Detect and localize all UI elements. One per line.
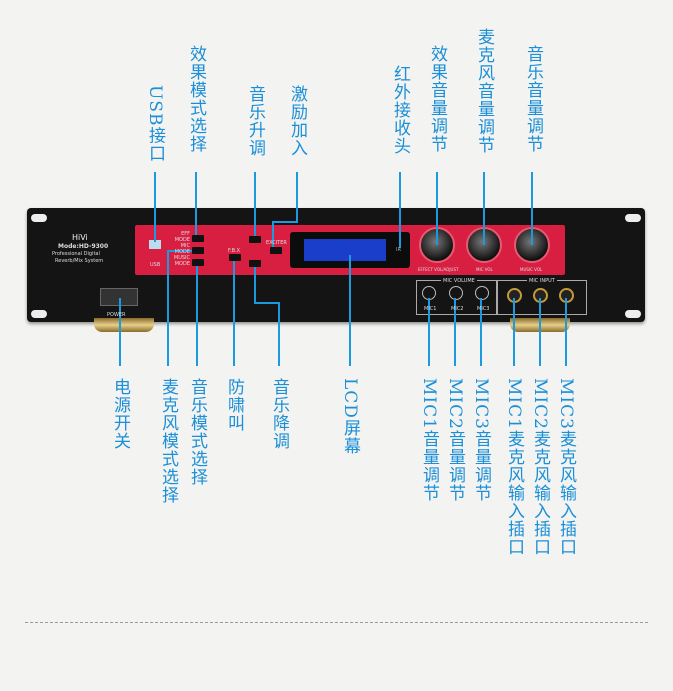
leader-line bbox=[272, 221, 274, 249]
leader-line bbox=[254, 172, 256, 238]
mic3-volume-knob[interactable] bbox=[475, 286, 489, 300]
lcd-screen bbox=[304, 239, 386, 261]
effect-vol-text: EFFECT VOL/ADJUST bbox=[418, 267, 459, 272]
label-mic2-volume: MIC2音量调节 bbox=[445, 378, 465, 502]
model-text: Mode:HD-9300 bbox=[58, 243, 109, 250]
label-mic3-volume: MIC3音量调节 bbox=[471, 378, 491, 502]
exciter-text: EXCITER bbox=[266, 240, 287, 246]
mic-mode-button[interactable] bbox=[192, 247, 204, 254]
leader-line bbox=[539, 298, 541, 366]
leader-line bbox=[513, 298, 515, 366]
label-lcd: LCD屏幕 bbox=[340, 378, 360, 455]
leader-line bbox=[233, 261, 235, 366]
usb-text: USB bbox=[150, 262, 161, 268]
label-mic-mode: 麦克风模式选择 bbox=[158, 378, 178, 504]
label-effect-volume: 效果音量调节 bbox=[427, 45, 447, 153]
mic1-text: MIC1 bbox=[424, 306, 437, 312]
leader-line bbox=[195, 172, 197, 238]
label-mic1-volume: MIC1音量调节 bbox=[419, 378, 439, 502]
exciter-button[interactable] bbox=[270, 247, 282, 254]
leader-line bbox=[254, 302, 279, 304]
leader-line bbox=[296, 172, 298, 222]
dashed-divider bbox=[25, 622, 648, 623]
label-ir-receiver: 红外接收头 bbox=[390, 65, 410, 155]
rack-ear-hole bbox=[31, 310, 47, 318]
mic-input-text: MIC INPUT bbox=[527, 278, 557, 284]
leader-line bbox=[531, 172, 533, 245]
label-exciter: 激励加入 bbox=[287, 85, 307, 157]
feedback-button[interactable] bbox=[229, 254, 241, 261]
mic2-volume-knob[interactable] bbox=[449, 286, 463, 300]
desc-text: Reverb/Mix System bbox=[55, 258, 104, 264]
key-up-button[interactable] bbox=[249, 236, 261, 243]
label-music-key-up: 音乐升调 bbox=[245, 85, 265, 157]
leader-line bbox=[454, 298, 456, 366]
leader-line bbox=[483, 172, 485, 245]
power-text: POWER bbox=[107, 312, 126, 318]
device-foot bbox=[94, 318, 154, 332]
leader-line bbox=[349, 255, 351, 366]
mic-mode-text: MIC MODE bbox=[174, 243, 190, 255]
leader-line bbox=[196, 266, 198, 366]
leader-line bbox=[480, 298, 482, 366]
label-effect-mode: 效果模式选择 bbox=[186, 45, 206, 153]
label-mic3-input: MIC3麦克风输入插口 bbox=[556, 378, 576, 556]
music-vol-text: MUSIC VOL bbox=[520, 267, 543, 272]
usb-port[interactable] bbox=[149, 240, 161, 249]
rack-ear-hole bbox=[625, 214, 641, 222]
label-music-mode: 音乐模式选择 bbox=[187, 378, 207, 486]
mic3-text: MIC3 bbox=[477, 306, 490, 312]
label-usb-port: USB接口 bbox=[145, 85, 165, 163]
leader-line bbox=[278, 302, 280, 366]
brand-logo: HiVi bbox=[72, 233, 88, 242]
label-feedback: 防啸叫 bbox=[224, 378, 244, 432]
leader-line bbox=[167, 250, 169, 366]
leader-line bbox=[119, 298, 121, 366]
desc-text: Professional Digital bbox=[52, 251, 100, 257]
music-mode-text: MUSIC MODE bbox=[173, 255, 190, 267]
music-volume-knob[interactable] bbox=[514, 227, 550, 263]
label-music-volume: 音乐音量调节 bbox=[523, 45, 543, 153]
leader-line bbox=[565, 298, 567, 366]
mic-vol-text: MIC VOL bbox=[476, 267, 493, 272]
label-music-key-down: 音乐降调 bbox=[269, 378, 289, 450]
effect-mode-button[interactable] bbox=[192, 235, 204, 242]
leader-line bbox=[167, 250, 192, 252]
leader-line bbox=[254, 267, 256, 303]
label-mic2-input: MIC2麦克风输入插口 bbox=[530, 378, 550, 556]
label-mic1-input: MIC1麦克风输入插口 bbox=[504, 378, 524, 556]
rack-ear-hole bbox=[625, 310, 641, 318]
music-mode-button[interactable] bbox=[192, 259, 204, 266]
rack-ear-hole bbox=[31, 214, 47, 222]
ir-receiver: IR bbox=[396, 247, 401, 253]
leader-line bbox=[399, 172, 401, 248]
mic2-text: MIC2 bbox=[451, 306, 464, 312]
effect-volume-knob[interactable] bbox=[419, 227, 455, 263]
mic-volume-text: MIC VOLUME bbox=[441, 278, 477, 284]
fbx-text: F.B.X bbox=[228, 248, 241, 254]
key-down-button[interactable] bbox=[249, 260, 261, 267]
leader-line bbox=[272, 221, 298, 223]
label-mic-volume: 麦克风音量调节 bbox=[474, 28, 494, 154]
label-power-switch: 电源开关 bbox=[110, 378, 130, 450]
leader-line bbox=[154, 172, 156, 242]
eff-mode-text: EFF MODE bbox=[174, 231, 190, 243]
leader-line bbox=[428, 298, 430, 366]
leader-line bbox=[436, 172, 438, 245]
